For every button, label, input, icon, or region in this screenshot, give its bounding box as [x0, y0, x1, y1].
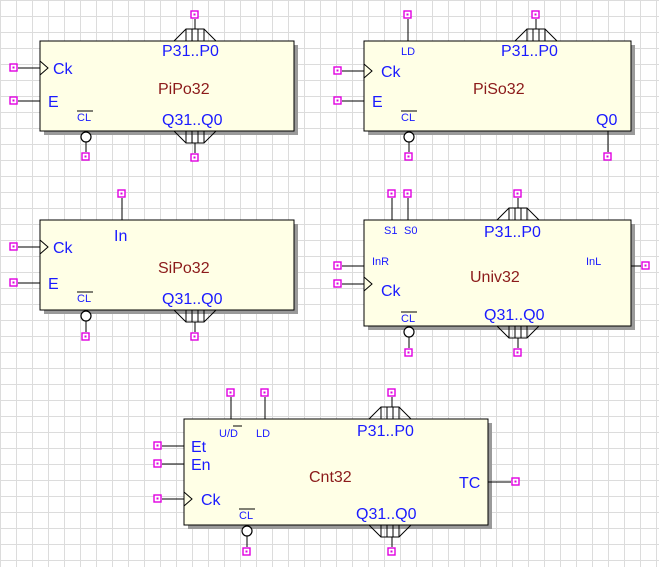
label-in-bus: P31..P0 — [501, 43, 558, 60]
block-body[interactable] — [363, 40, 632, 132]
block-body[interactable] — [39, 219, 295, 311]
label-ld: LD — [401, 46, 415, 58]
label-cl: CL — [77, 293, 91, 305]
label-e: E — [372, 94, 383, 111]
pin-dot — [229, 391, 232, 394]
pin-dot — [390, 192, 393, 195]
clock-triangle — [363, 276, 373, 292]
clock-triangle — [39, 60, 49, 76]
block-pipo32[interactable]: Ck E CL P31..P0 Q31..Q0 PiPo32 — [9, 10, 298, 162]
pin-dot — [406, 192, 409, 195]
pin-dot — [193, 13, 196, 16]
label-out-bus: Q31..Q0 — [356, 506, 417, 523]
block-univ32[interactable]: S1 S0 P31..P0 InR Ck InL CL — [333, 189, 650, 357]
block-body[interactable] — [39, 40, 295, 132]
block-name: Univ32 — [470, 269, 520, 286]
cl-inversion-bubble — [403, 326, 415, 338]
pin-dot — [263, 391, 266, 394]
block-name: SiPo32 — [158, 260, 210, 277]
label-s0: S0 — [404, 225, 417, 237]
label-en: En — [191, 457, 211, 474]
pin-dot — [84, 155, 87, 158]
block-name: PiPo32 — [158, 81, 210, 98]
pin-dot — [516, 351, 519, 354]
clock-triangle — [39, 239, 49, 255]
label-ck: Ck — [381, 64, 402, 81]
label-s1: S1 — [384, 225, 397, 237]
label-in-bus: P31..P0 — [162, 43, 219, 60]
pin-dot — [336, 282, 339, 285]
block-name: PiSo32 — [473, 81, 525, 98]
label-cl: CL — [401, 112, 415, 124]
pin-dot — [193, 335, 196, 338]
bus-in-trapezoid — [514, 28, 558, 42]
label-inr: InR — [372, 256, 389, 268]
pin-dot — [534, 13, 537, 16]
pin-dot — [12, 66, 15, 69]
pin-dot — [407, 351, 410, 354]
pin-dot — [245, 550, 248, 553]
label-ck: Ck — [201, 492, 222, 509]
label-cl: CL — [401, 313, 415, 325]
label-tc: TC — [459, 475, 480, 492]
pin-dot — [156, 497, 159, 500]
label-in-bus: P31..P0 — [484, 224, 541, 241]
pin-dot — [12, 245, 15, 248]
pin-dot — [390, 391, 393, 394]
label-out-bus: Q31..Q0 — [162, 112, 223, 129]
label-ck: Ck — [53, 240, 74, 257]
cl-inversion-bubble — [80, 310, 92, 322]
label-q0: Q0 — [596, 112, 617, 129]
block-name: Cnt32 — [309, 469, 352, 486]
clock-triangle — [363, 63, 373, 79]
pin-dot — [12, 99, 15, 102]
label-out-bus: Q31..Q0 — [484, 307, 545, 324]
cl-inversion-bubble — [403, 131, 415, 143]
label-ud: U/D — [219, 428, 238, 440]
pin-dot — [12, 281, 15, 284]
label-in-bus: P31..P0 — [357, 423, 414, 440]
label-ck: Ck — [53, 61, 74, 78]
pin-dot — [407, 155, 410, 158]
bus-out-trapezoid — [368, 524, 412, 538]
pin-dot — [644, 264, 647, 267]
pin-dot — [516, 192, 519, 195]
block-body[interactable] — [183, 418, 489, 526]
bus-in-trapezoid — [368, 406, 412, 420]
pin-dot — [390, 550, 393, 553]
bus-in-trapezoid — [496, 207, 540, 221]
block-cnt32[interactable]: U/D LD P31..P0 Et En Ck TC CL — [153, 388, 520, 556]
pin-dot — [156, 462, 159, 465]
pin-dot — [406, 13, 409, 16]
pin-dot — [336, 264, 339, 267]
pin-dot — [120, 192, 123, 195]
label-in: In — [114, 228, 127, 245]
label-inl: InL — [586, 256, 601, 268]
pin-dot — [193, 156, 196, 159]
label-et: Et — [191, 439, 207, 456]
label-cl: CL — [239, 510, 253, 522]
label-e: E — [48, 94, 59, 111]
pin-dot — [84, 335, 87, 338]
block-body[interactable] — [363, 219, 632, 327]
pin-dot — [156, 444, 159, 447]
block-piso32[interactable]: Ck E CL LD P31..P0 Q0 PiSo32 — [333, 10, 635, 161]
bus-in-trapezoid — [173, 28, 217, 42]
clock-triangle — [183, 491, 193, 507]
pin-dot — [336, 99, 339, 102]
label-cl: CL — [77, 112, 91, 124]
block-sipo32[interactable]: In Ck E CL Q31..Q0 SiPo32 — [9, 189, 298, 341]
label-ld: LD — [256, 428, 270, 440]
label-ck: Ck — [381, 283, 402, 300]
cl-inversion-bubble — [241, 525, 253, 537]
pin-dot — [514, 480, 517, 483]
cl-inversion-bubble — [80, 131, 92, 143]
pin-dot — [336, 69, 339, 72]
pin-dot — [606, 155, 609, 158]
label-out-bus: Q31..Q0 — [162, 291, 223, 308]
label-e: E — [48, 276, 59, 293]
